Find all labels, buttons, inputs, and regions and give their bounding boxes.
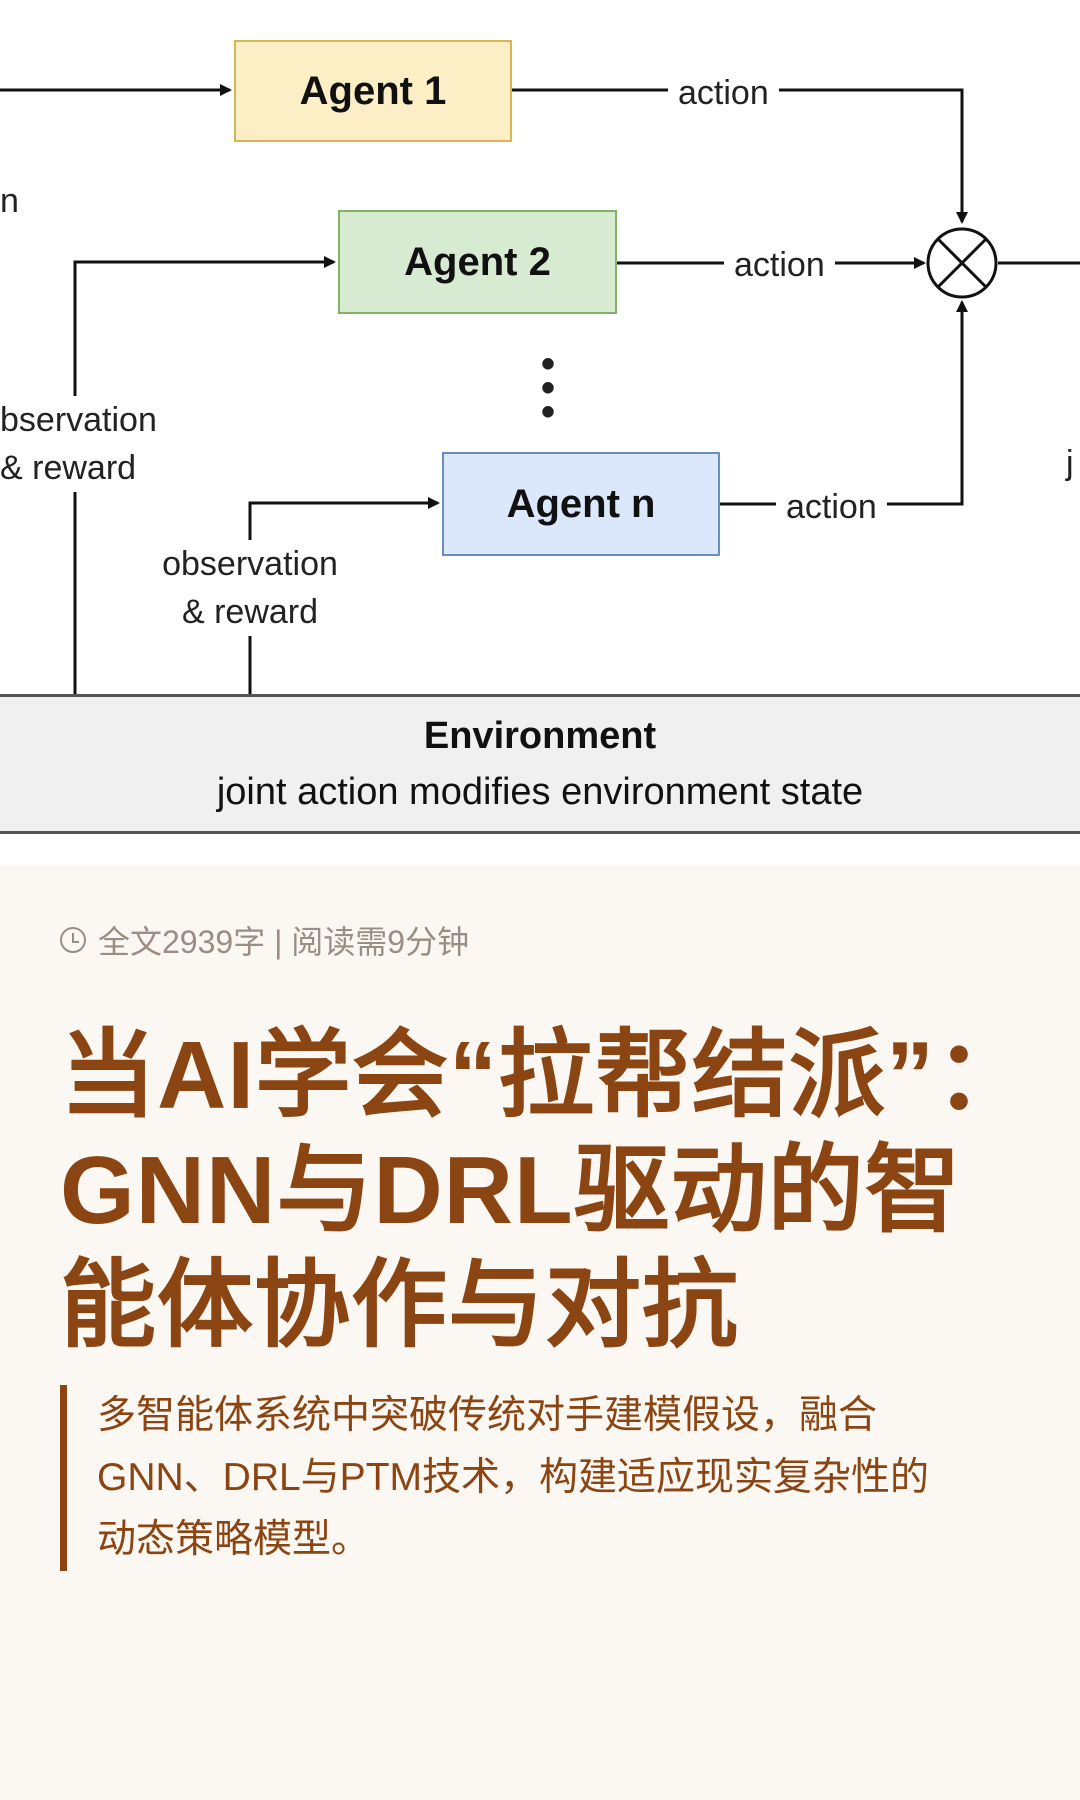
environment-title: Environment [423,715,657,757]
partial-observation-line-2: & reward [0,449,137,487]
agent-1-label: Agent 1 [299,68,447,113]
vertical-dots: ••• [540,342,555,434]
article-summary-line-2: GNN、DRL与PTM技术，构建适应现实复杂性的 [97,1456,930,1499]
observation-label: observation & reward [150,540,350,636]
arrow-to-agent-2 [73,256,336,694]
observation-line-2: & reward [181,593,319,631]
agent-n-box: Agent n [442,452,720,556]
partial-left-label: n [0,182,19,220]
reading-meta-text: 全文2939字 | 阅读需9分钟 [98,924,470,960]
environment-box: Environment joint action modifies enviro… [0,694,1080,834]
agent-n-label: Agent n [506,481,656,526]
article-title-line-1: 当AI学会“拉帮结派”： [60,1022,1032,1129]
agent-2-label: Agent 2 [404,239,551,284]
agent-n-action-label: action [776,490,887,524]
partial-observation-label: bservation & reward [0,396,157,492]
agent-2-action-label: action [724,248,835,282]
circle-x-icon [926,227,998,299]
partial-observation-line-1: bservation [0,401,157,439]
article-title-line-2: GNN与DRL驱动的智 [60,1137,962,1244]
partial-right-label: j [1066,444,1074,482]
clock-icon [60,927,86,953]
article-summary-line-1: 多智能体系统中突破传统对手建模假设，融合 [97,1394,878,1437]
article-title: 当AI学会“拉帮结派”： GNN与DRL驱动的智 能体协作与对抗 [60,1018,1040,1363]
reading-meta: 全文2939字 | 阅读需9分钟 [60,920,469,960]
agent-1-box: Agent 1 [234,40,512,142]
agent-2-box: Agent 2 [338,210,617,314]
environment-subtitle: joint action modifies environment state [216,771,864,813]
multi-agent-diagram: Agent 1 Agent 2 Agent n ••• action actio… [0,0,1080,865]
observation-line-1: observation [162,545,338,583]
agent-1-action-label: action [668,76,779,110]
article-summary-line-3: 动态策略模型。 [97,1518,371,1561]
article-title-line-3: 能体协作与对抗 [60,1252,739,1359]
agent-1-action-line [512,88,968,224]
article-summary: 多智能体系统中突破传统对手建模假设，融合 GNN、DRL与PTM技术，构建适应现… [60,1385,1020,1571]
agent-n-action-line [720,300,968,506]
